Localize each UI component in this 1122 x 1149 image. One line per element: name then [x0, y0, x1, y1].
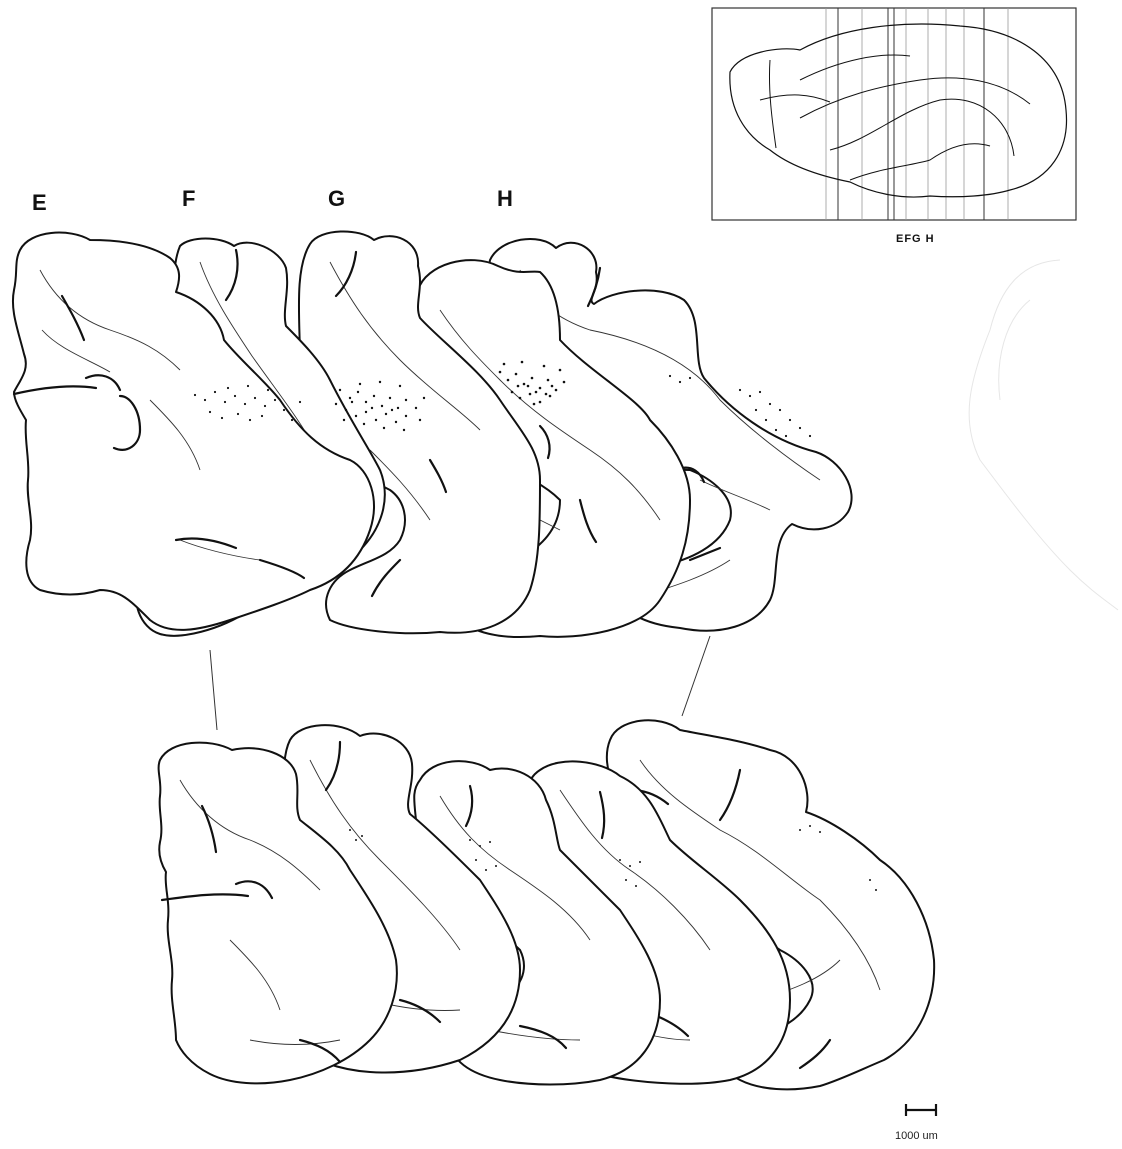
inset-brain-diagram: EFG H — [712, 8, 1076, 245]
section-label-g: G — [328, 186, 345, 211]
faint-background-outline — [969, 260, 1118, 610]
connector-right — [682, 636, 710, 716]
section-label-h: H — [497, 186, 513, 211]
scale-bar-label: 1000 um — [895, 1130, 938, 1142]
bottom-section-series — [159, 720, 935, 1089]
scale-bar: 1000 um — [895, 1104, 938, 1142]
top-section-series — [13, 231, 852, 637]
connector-left — [210, 650, 217, 730]
section-label-e: E — [32, 190, 47, 215]
inset-section-labels: EFG H — [896, 233, 935, 245]
section-label-f: F — [182, 186, 195, 211]
